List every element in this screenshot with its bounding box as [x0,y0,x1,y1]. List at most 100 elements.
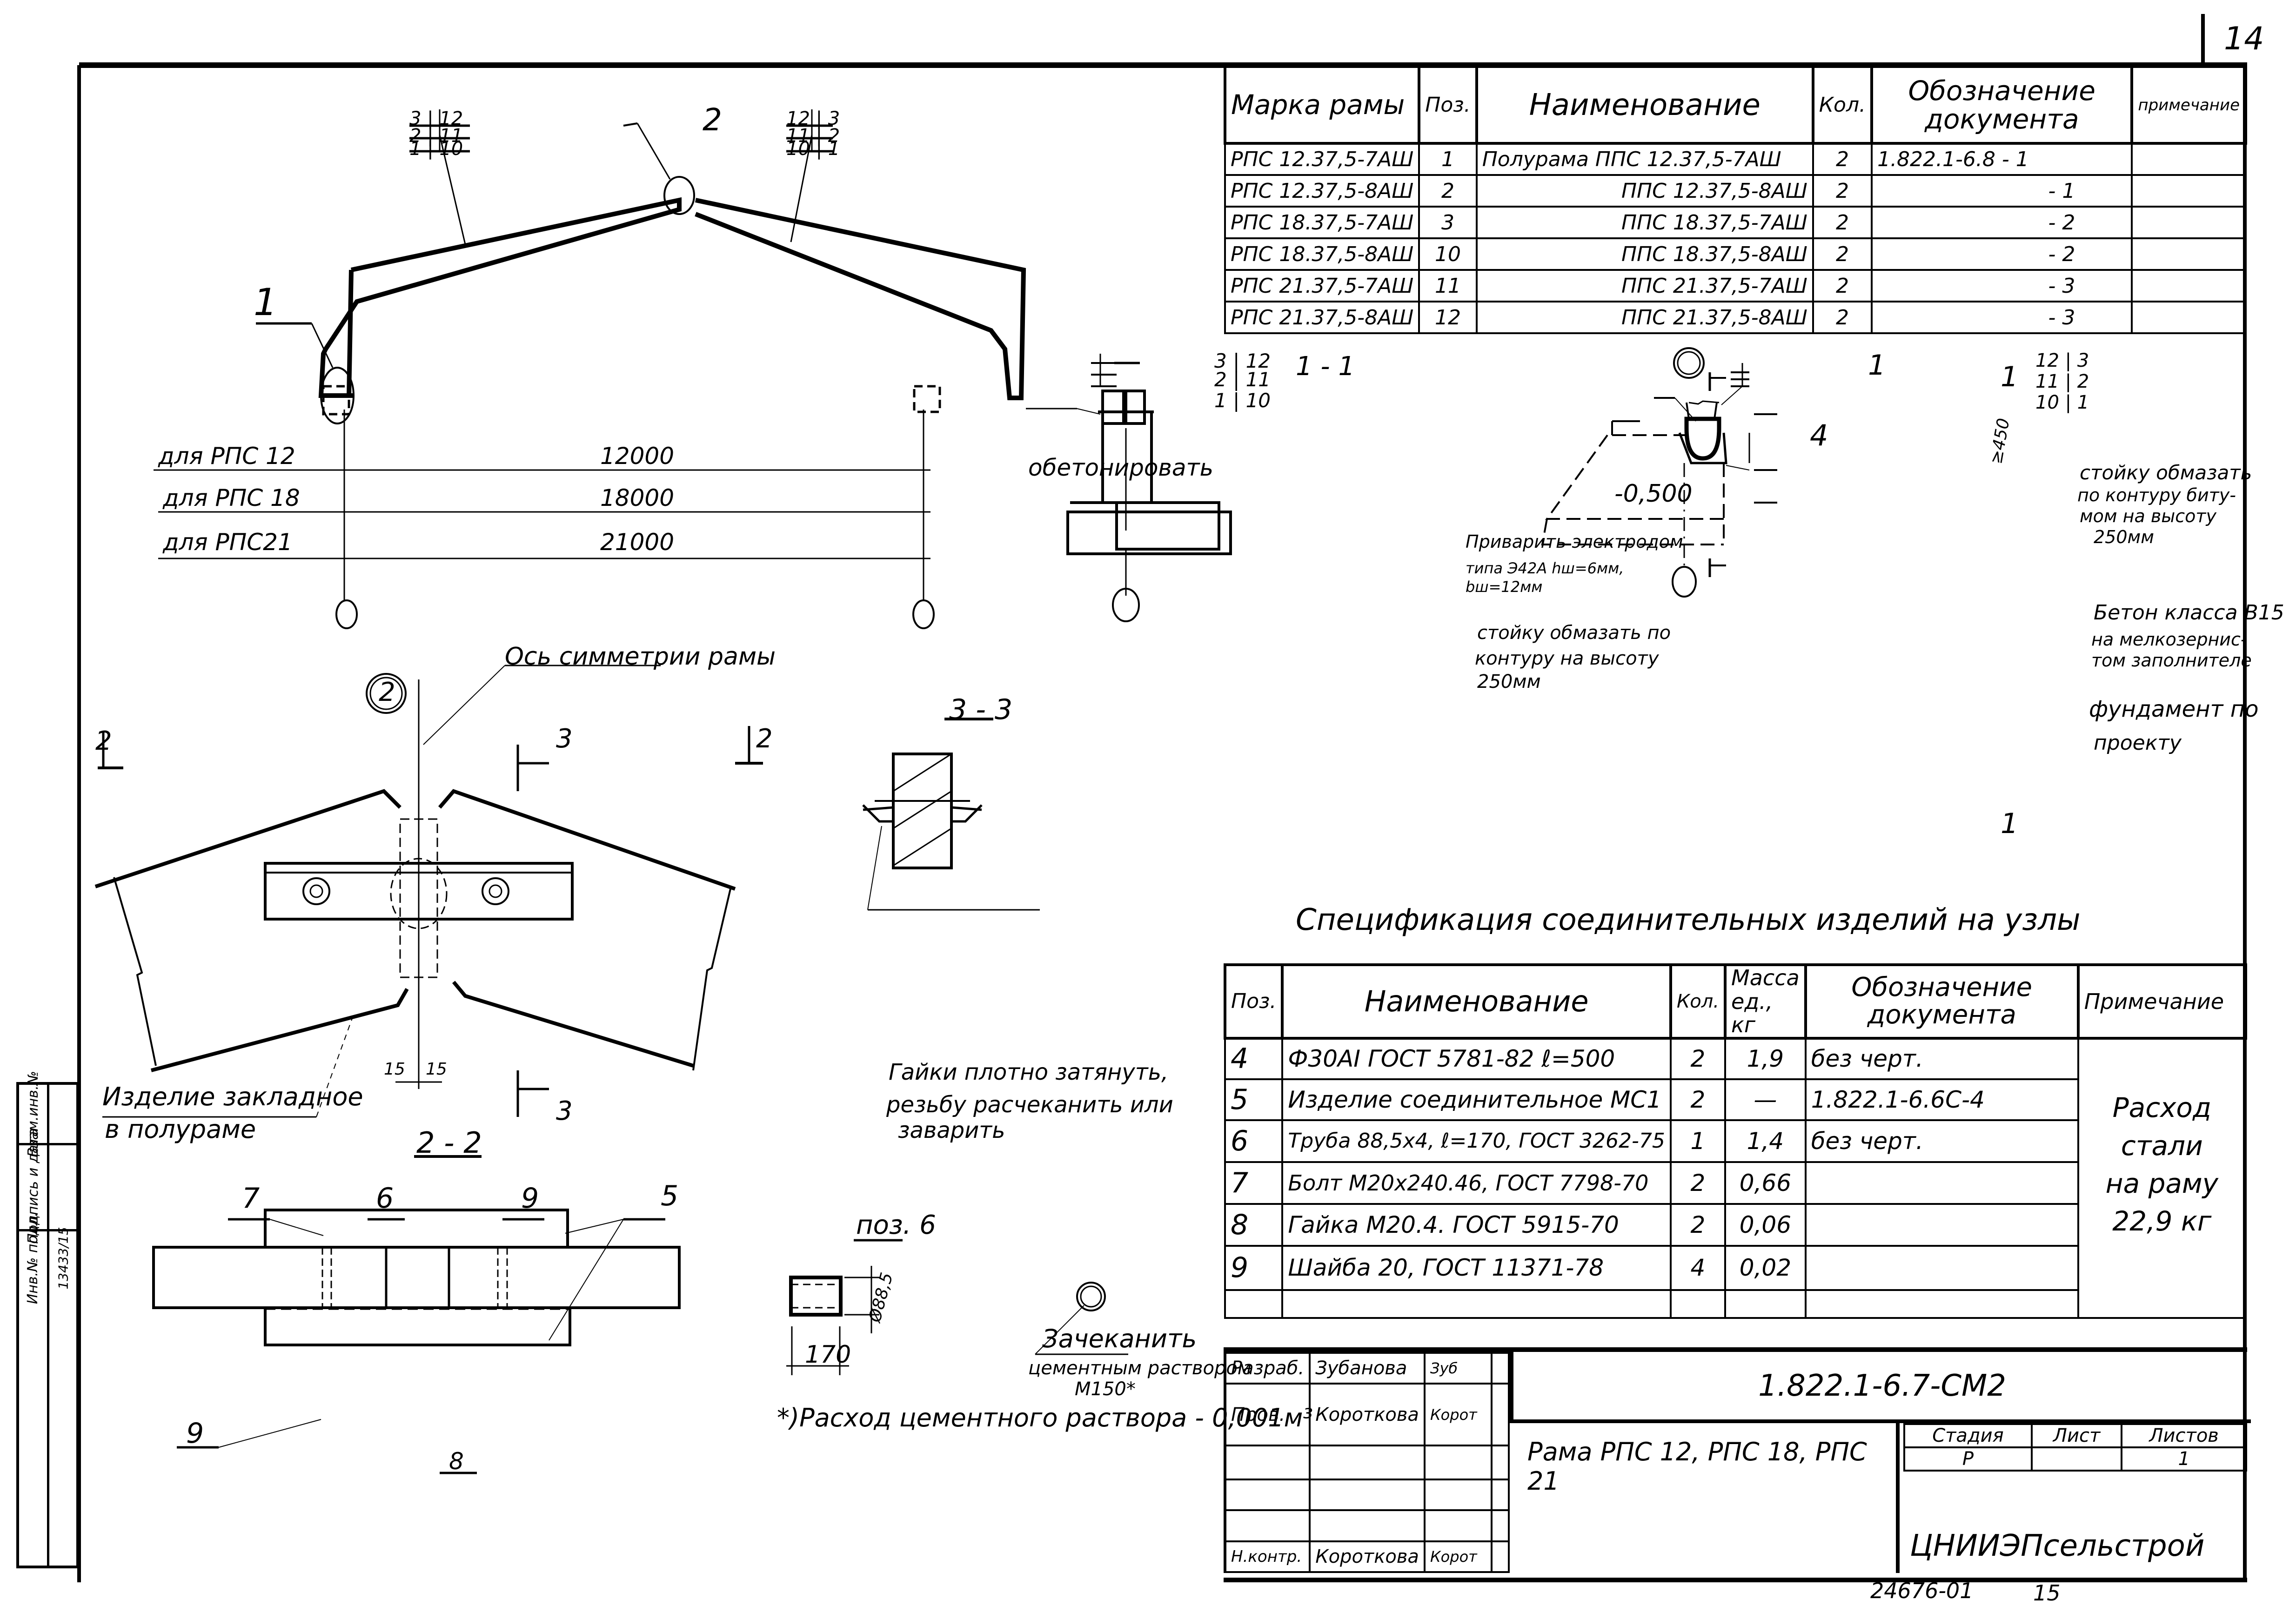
cut-2-right: 2 [756,724,773,754]
cell-qty: 2 [1812,206,1873,239]
sign-date [1490,1478,1510,1512]
side-stamp: Взам.инв.№ Подпись и дата Инв.№ подл. 13… [16,1071,79,1568]
note-coat-2: контуру на высоту [1475,648,1659,669]
sign-name [1309,1509,1426,1542]
sign-name [1309,1445,1426,1480]
cell-qty: 2 [1812,174,1873,208]
s11-stack-1: 3 | 12 [1214,350,1271,372]
section-3-3-note-2: резьбу расчеканить или [886,1092,1173,1118]
note-beton-1: Бетон класса В15 [2094,601,2284,625]
signatures-table: Разраб. Зубанова Зуб Пров. Короткова Кор… [1224,1351,1510,1573]
span-label-18: для РПС 18 [163,484,300,511]
note-bitumen-4: 250мм [2094,527,2154,547]
spec-cell-name: Шайба 20, ГОСТ 11371-78 [1281,1244,1672,1291]
spec-note-1: Расход [2112,1092,2211,1124]
sign-row: Пров. Короткова Корот [1224,1383,1510,1446]
sign-row: Н.контр. Короткова Корот [1224,1540,1510,1573]
sign-signature: Корот [1423,1383,1493,1446]
stage-table: Стадия Лист Листов Р 1 [1903,1423,2247,1472]
cell-mark: РПС 18.37,5-7АШ [1224,206,1420,239]
note-weld-3: bш=12мм [1466,578,1543,596]
span-label-21: для РПС21 [163,529,293,556]
cell-pos: 2 [1418,174,1478,208]
sign-role: Разраб. [1224,1351,1311,1385]
node-2-detail [94,665,763,1118]
title-block: Разраб. Зубанова Зуб Пров. Короткова Кор… [1224,1347,2251,1582]
sign-name: Короткова [1309,1383,1426,1446]
cell-name: Полурама ППС 12.37,5-7АШ [1475,142,1814,176]
spec-cell-name: Ф30АI ГОСТ 5781-82 ℓ=500 [1281,1037,1672,1080]
sign-date [1490,1509,1510,1542]
note-foundation-2: проекту [2094,731,2182,755]
table-row: РПС 12.37,5-8АШ 2 ППС 12.37,5-8АШ 2 - 1 [1224,174,2247,208]
spec-cell-name: Болт М20х240.46, ГОСТ 7798-70 [1281,1161,1672,1205]
stage-label: Стадия [1903,1423,2033,1448]
sign-role [1224,1478,1311,1512]
spec-note-4: 22,9 кг [2112,1205,2212,1237]
spec-cell-doc: без черт. [1804,1037,2079,1080]
header-mark: Марка рамы [1223,65,1421,145]
spec-cell-pos: 4 [1224,1037,1284,1080]
table-row: 4 Ф30АI ГОСТ 5781-82 ℓ=500 2 1,9 без чер… [1224,1037,2247,1290]
spec-cell-doc [1804,1203,2079,1247]
header-note: примечание [2130,65,2247,145]
stamp-inv-value: 13433/15 [55,1227,71,1290]
sign-date [1490,1445,1510,1480]
sign-row [1224,1478,1510,1512]
section-3-3-note-1: Гайки плотно затянуть, [889,1059,1169,1085]
cell-pos: 12 [1418,301,1478,334]
spec-header-mass: Масса ед., кг [1724,963,1807,1040]
table-row: РПС 21.37,5-7АШ 11 ППС 21.37,5-7АШ 2 - 3 [1224,269,2247,302]
cell-name: ППС 18.37,5-7АШ [1475,206,1814,239]
section-2-2-title: 2 - 2 [416,1126,482,1160]
node-1-marker: 1 [1868,349,1886,382]
cut-3-top: 3 [556,724,573,754]
caulk-note-2: цементным раствором [1028,1358,1252,1379]
sign-signature: Корот [1423,1540,1493,1573]
cell-note [2131,237,2247,271]
section-1-1-title: 1 - 1 [1296,351,1355,382]
sign-date [1490,1540,1510,1573]
cell-pos: 3 [1418,206,1478,239]
sign-row [1224,1445,1510,1480]
spec-note-3: на раму [2105,1167,2219,1199]
cell-name: ППС 21.37,5-7АШ [1475,269,1814,302]
spec-header-note: Примечание [2076,963,2248,1040]
cell-doc: - 2 [1871,237,2133,271]
cell-mark: РПС 21.37,5-7АШ [1224,269,1420,302]
section-3-3-title: 3 - 3 [949,693,1013,726]
stamp-field-inv: Инв.№ подл. [25,1212,41,1304]
page-number: 14 [2224,20,2264,57]
elevation-mark: -0,500 [1614,480,1693,508]
span-label-12: для РПС 12 [158,443,295,470]
label-pos-9-bottom: 9 [186,1417,204,1450]
cell-note [2131,174,2247,208]
spec-cell-mass: 0,02 [1724,1244,1807,1291]
archive-number: 24676-01 [1870,1578,1974,1603]
cell-doc: - 3 [1871,269,2133,302]
cut-1-bottom: 1 [2001,807,2019,840]
label-pos-8: 8 [449,1448,464,1475]
note-weld-1: Приварить электродом [1466,531,1683,552]
note-bitumen-1: стойку обмазать [2080,461,2252,484]
s11-stack-2: 2 | 11 [1214,368,1271,391]
pos6-title: поз. 6 [856,1210,936,1240]
table-row: 5 Изделие соединительное МС1 2 — 1.822.1… [1224,1078,2246,1121]
cell-qty: 2 [1812,237,1873,271]
caulk-note-3: М150* [1075,1378,1136,1400]
sign-role [1224,1445,1311,1480]
stack-left-1: 3 | 12 [409,108,463,129]
section-1-1-drawing [1026,354,1232,622]
note-concrete: обетонировать [1028,454,1214,481]
sign-role: Н.контр. [1224,1540,1311,1573]
spec-cell-name: Гайка М20.4. ГОСТ 5915-70 [1281,1203,1672,1247]
node-2-marker: 2 [379,677,395,707]
spec-cell-name: Труба 88,5х4, ℓ=170, ГОСТ 3262-75 [1281,1119,1672,1163]
frame-table-header: Марка рамы Поз. Наименование Кол. Обозна… [1223,65,2247,145]
section-3-3-drawing [862,718,1040,911]
label-pos-5: 5 [661,1180,679,1212]
label-pos-7: 7 [242,1182,260,1215]
sheet-label: Лист [2030,1423,2123,1448]
note-coat-3: 250мм [1477,671,1541,692]
span-value-18: 18000 [600,484,675,511]
